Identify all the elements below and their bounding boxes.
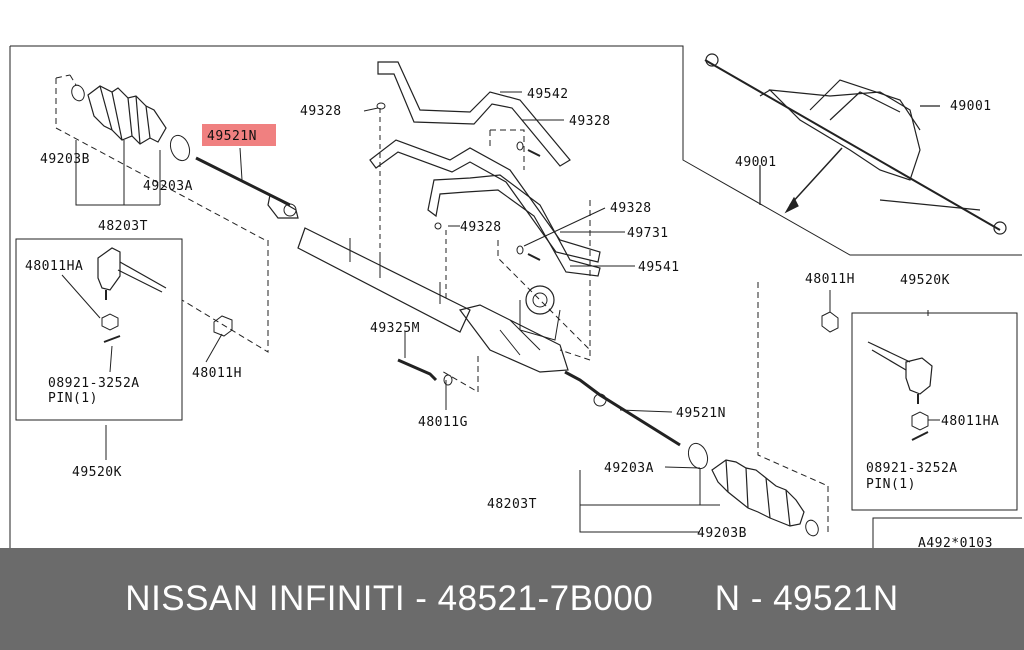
left-castle-nut <box>101 313 119 331</box>
label-48011G: 48011G <box>418 415 468 430</box>
right-castle-nut <box>911 411 929 431</box>
label-49521N-right: 49521N <box>676 406 726 421</box>
label-08921-right: 08921-3252A <box>866 461 958 476</box>
label-pin-right: PIN(1) <box>866 477 916 492</box>
label-48011H-left: 48011H <box>192 366 242 381</box>
left-tie-rod-end <box>61 247 167 373</box>
right-small-ring <box>805 519 819 537</box>
right-jam-nut <box>821 311 839 333</box>
label-49203A-right: 49203A <box>604 461 654 476</box>
left-boot-group <box>55 74 266 241</box>
label-48203T-right: 48203T <box>487 497 537 512</box>
label-49001-b: 49001 <box>735 155 777 170</box>
left-clamp-a <box>169 134 191 162</box>
label-49328-d: 49328 <box>460 220 502 235</box>
label-49328-b: 49328 <box>569 114 611 129</box>
label-08921-left: 08921-3252A <box>48 376 140 391</box>
inset-box-right <box>851 312 1018 511</box>
label-48011H-right: 48011H <box>805 272 855 287</box>
fittings <box>376 102 541 386</box>
label-49203B-left: 49203B <box>40 152 90 167</box>
left-jam-nut <box>213 315 233 337</box>
label-49521N-highlight: 49521N <box>207 129 257 144</box>
caption-gap <box>653 579 714 619</box>
label-49203B-right: 49203B <box>697 526 747 541</box>
left-small-ring <box>71 84 85 102</box>
left-inner-tie-rod <box>181 147 299 353</box>
label-49541: 49541 <box>638 260 680 275</box>
label-49325M: 49325M <box>370 321 420 336</box>
left-boot <box>87 85 167 145</box>
label-49731: 49731 <box>627 226 669 241</box>
label-pin-left: PIN(1) <box>48 391 98 406</box>
label-ref-code: A492*0103 <box>918 536 993 548</box>
parts-diagram: 49521N 49328 49542 49328 49203B 49203A 4… <box>9 45 1022 548</box>
right-tie-rod-end <box>867 310 933 441</box>
caption-part-text: NISSAN INFINITI - 48521-7B000 <box>125 579 654 618</box>
label-49328-c: 49328 <box>610 201 652 216</box>
label-48011HA-left: 48011HA <box>25 259 83 274</box>
frame-lower-right <box>872 517 1022 548</box>
frame-outline <box>9 45 1022 548</box>
hydraulic-lines <box>369 61 601 277</box>
label-49520K-left: 49520K <box>72 465 122 480</box>
label-49203A-left: 49203A <box>143 179 193 194</box>
rack-housing <box>297 227 681 447</box>
label-49328-a: 49328 <box>300 104 342 119</box>
label-48203T-left: 48203T <box>98 219 148 234</box>
right-clamp-a <box>687 442 709 470</box>
right-boot <box>711 459 805 527</box>
caption-ref-text: N - 49521N <box>714 579 899 618</box>
assembly-view <box>704 53 1007 235</box>
leader-lines <box>105 91 940 469</box>
label-49520K-right: 49520K <box>900 273 950 288</box>
label-49542: 49542 <box>527 87 569 102</box>
label-49001-a: 49001 <box>950 99 992 114</box>
caption-bar: NISSAN INFINITI - 48521-7B000 N - 49521N <box>0 548 1024 650</box>
label-48011HA-right: 48011HA <box>941 414 999 429</box>
right-boot-group <box>579 282 829 537</box>
inset-box-left <box>15 238 183 421</box>
part-highlight <box>202 124 276 146</box>
